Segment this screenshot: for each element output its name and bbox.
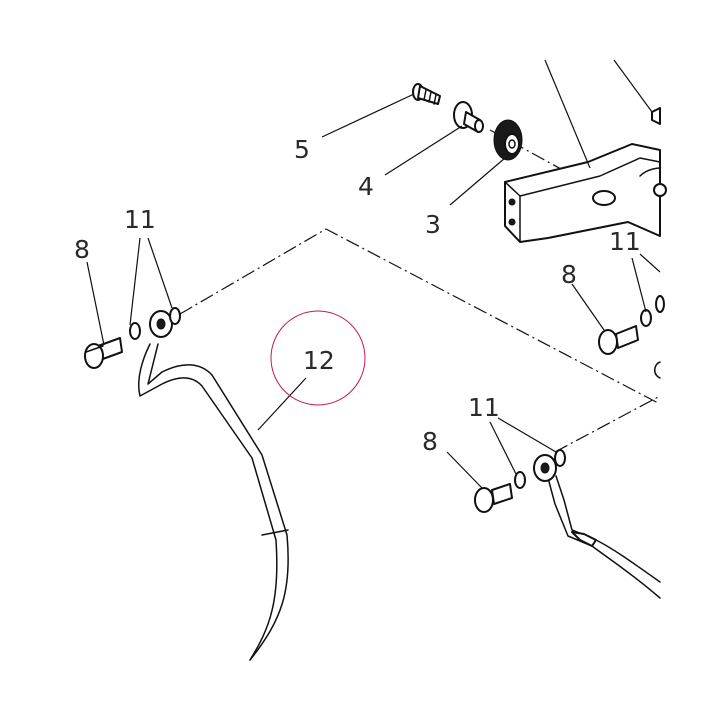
leader-lines <box>86 93 661 489</box>
callout-3: 3 <box>425 210 441 239</box>
washer-middle-right <box>640 309 652 327</box>
gear-part-3 <box>493 119 523 161</box>
callout-11-lower-right: 11 <box>468 393 500 422</box>
washer-right-b <box>554 449 566 467</box>
callout-11-middle-right: 11 <box>609 227 641 256</box>
washer-left-b <box>169 307 181 325</box>
hose-right <box>533 454 661 599</box>
bolt-left <box>84 337 123 369</box>
callout-8-left: 8 <box>74 235 90 264</box>
callout-5: 5 <box>294 135 310 164</box>
highlight-circle <box>270 310 366 406</box>
washer-edge <box>655 295 665 313</box>
callout-8-middle-right: 8 <box>561 260 577 289</box>
leader-off-frame-b <box>613 59 653 113</box>
callout-8-lower-right: 8 <box>422 427 438 456</box>
screw-edge <box>651 107 661 125</box>
hose-left <box>138 310 289 661</box>
callout-12: 12 <box>303 346 335 375</box>
callout-11-left: 11 <box>124 205 156 234</box>
washer-right-a <box>514 471 526 489</box>
bolt-middle-right <box>598 325 639 355</box>
leader-off-frame-a <box>544 59 591 169</box>
bracket <box>504 143 667 243</box>
callout-4: 4 <box>358 172 374 201</box>
bushing-part-4 <box>453 101 484 133</box>
bolt-right <box>474 483 513 513</box>
fitting-edge <box>654 361 661 379</box>
washer-left-a <box>129 322 141 340</box>
screw-part-5 <box>412 83 441 105</box>
